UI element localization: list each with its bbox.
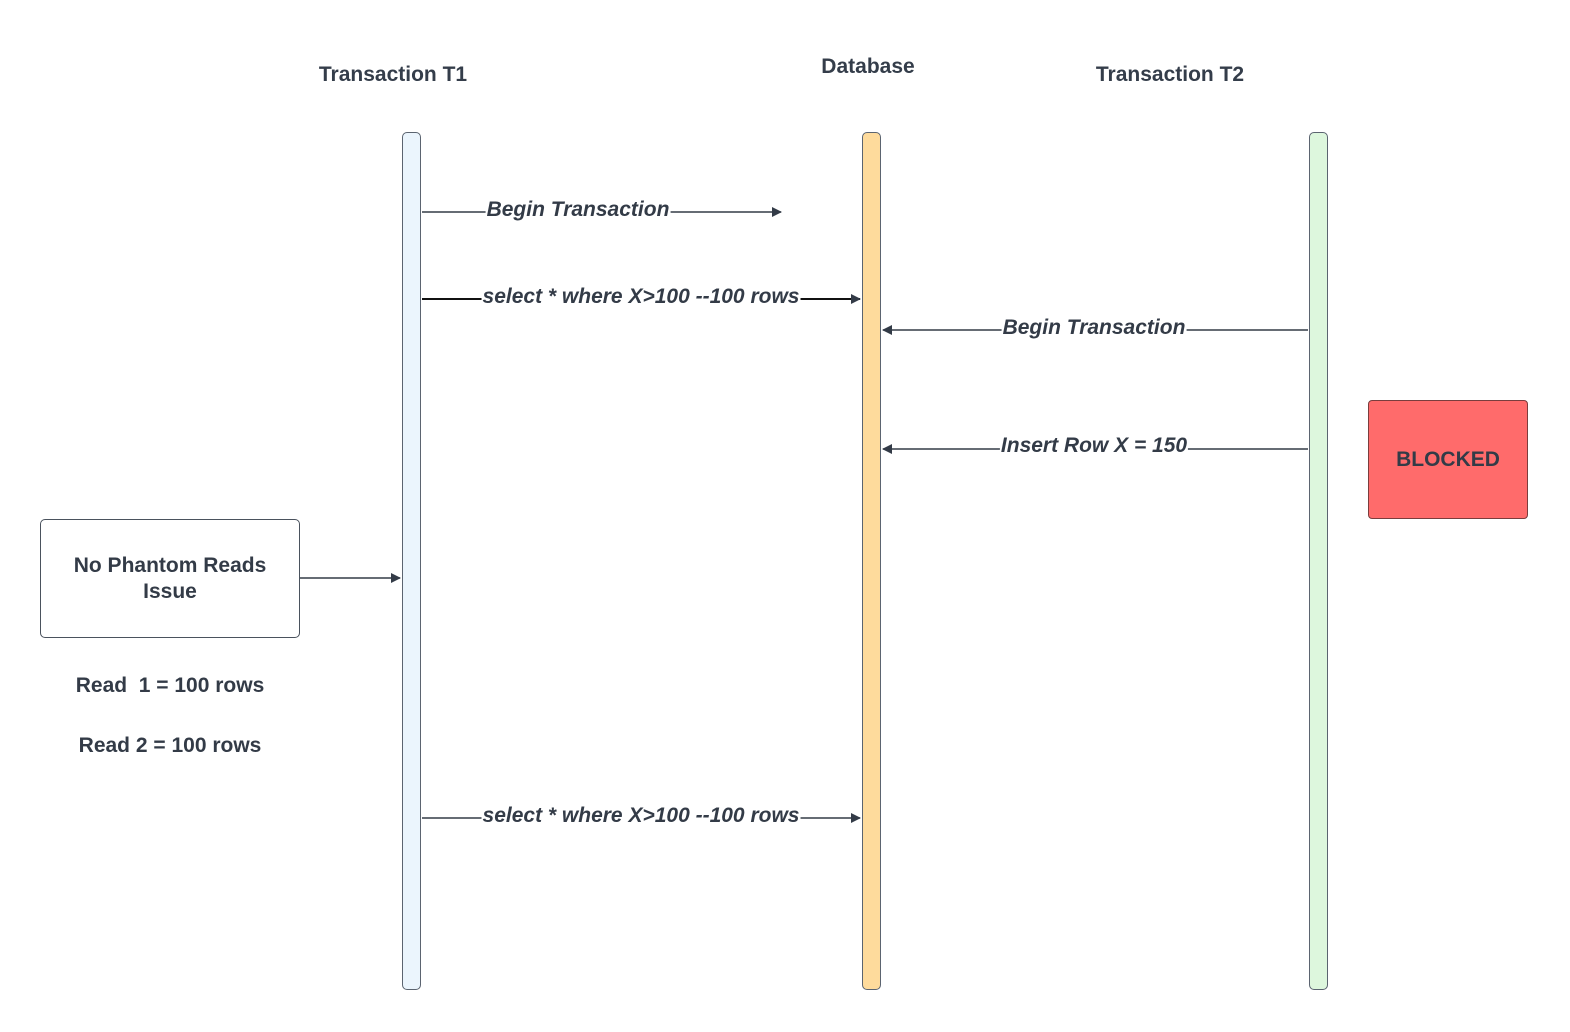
lane-title-database: Database <box>821 55 915 78</box>
lifeline-transaction-t1 <box>402 132 421 990</box>
no-phantom-reads-note: No Phantom Reads Issue <box>40 519 300 638</box>
blocked-status-box: BLOCKED <box>1368 400 1528 519</box>
lane-title-transaction-t2: Transaction T2 <box>1095 63 1245 86</box>
read-1-result: Read 1 = 100 rows <box>75 674 265 697</box>
message-label-t1-select-2: select * where X>100 --100 rows <box>481 804 801 828</box>
message-label-t1-begin: Begin Transaction <box>485 198 671 222</box>
lifeline-database <box>862 132 881 990</box>
lane-title-transaction-t1: Transaction T1 <box>318 63 468 86</box>
message-label-t1-select-1: select * where X>100 --100 rows <box>481 285 801 309</box>
read-2-result: Read 2 = 100 rows <box>78 734 262 757</box>
lifeline-transaction-t2 <box>1309 132 1328 990</box>
message-label-t2-insert: Insert Row X = 150 <box>999 434 1189 458</box>
message-label-t2-begin: Begin Transaction <box>1001 316 1187 340</box>
